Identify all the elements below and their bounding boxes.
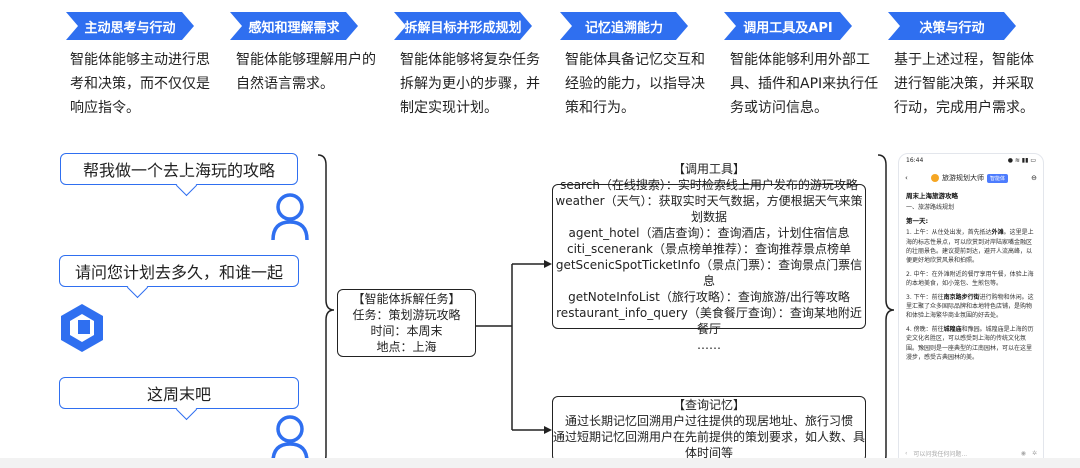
task-box-time: 时间：本周末 <box>370 324 443 338</box>
memory-line: 通过长期记忆回溯用户过往提供的现居地址、旅行习惯 <box>564 414 853 428</box>
memory-box-title: 【查询记忆】 <box>672 398 745 412</box>
settings-icon[interactable]: ✲ <box>1031 449 1037 457</box>
banner-step-1: 主动思考与行动 <box>66 12 194 40</box>
task-box-task: 任务：策划游玩攻略 <box>352 308 461 322</box>
plan-item: 2. 中午：在外滩附近的餐厅享用午餐，体验上海的本地美食，如小笼包、生煎包等。 <box>906 270 1034 288</box>
app-logo-icon <box>930 174 939 182</box>
phone-result-mockup: 16:44 ● ≋ ▮▮ ▭ ‹ 旅游规划大师 智能体 ⊖ 周末上海旅游攻略 一… <box>898 153 1044 468</box>
user-message-1: 帮我做一个去上海玩的攻略 <box>60 153 298 185</box>
phone-input-bar: ‹ 可以问我任何问题... ◉ ✲ <box>905 445 1037 461</box>
tool-line: getNoteInfoList（旅行攻略）：查询旅游/出行等攻略 <box>568 289 850 304</box>
phone-status-icons: ● ≋ ▮▮ ▭ <box>1007 157 1036 164</box>
plan-item: 4. 傍晚：前往城隍庙和豫园。城隍庙是上海的历史文化名胜区，可以感受到上海的传统… <box>906 325 1034 362</box>
bottom-strip <box>0 458 1080 468</box>
task-box-place: 地点：上海 <box>376 340 437 354</box>
banner-step-2: 感知和理解需求 <box>230 12 358 40</box>
voice-icon[interactable]: ◉ <box>1020 449 1026 457</box>
banner-step-4: 记忆追溯能力 <box>560 12 688 40</box>
tool-line: search（在线搜索）：实时检索线上用户发布的游玩攻略 <box>560 177 858 192</box>
chevron-left-icon[interactable]: ‹ <box>905 449 908 457</box>
tool-line: getScenicSpotTicketInfo（景点门票）：查询景点门票信息 <box>555 257 863 288</box>
banner-desc-2: 智能体能够理解用户的自然语言需求。 <box>236 52 376 92</box>
memory-query-box: 【查询记忆】 通过长期记忆回溯用户过往提供的现居地址、旅行习惯 通过短期记忆回溯… <box>552 396 866 462</box>
phone-heading: 周末上海旅游攻略 <box>906 192 958 200</box>
capability-banner: 主动思考与行动 感知和理解需求 拆解目标并形成规划 记忆追溯能力 调用工具及AP… <box>0 12 1080 124</box>
memory-line: 通过短期记忆回溯用户在先前提供的策划要求，如人数、具体时间等 <box>553 430 866 460</box>
phone-subheading: 一、旅游路线规划 <box>906 204 955 212</box>
banner-step-5: 调用工具及API <box>724 12 852 40</box>
phone-input-field[interactable]: 可以问我任何问题... <box>913 450 968 458</box>
phone-status-bar: 16:44 ● ≋ ▮▮ ▭ <box>899 154 1043 168</box>
banner-desc-5: 智能体能够利用外部工具、插件和API来执行任务或访问信息。 <box>730 52 879 116</box>
banner-step-3: 拆解目标并形成规划 <box>394 12 532 40</box>
back-icon[interactable]: ‹ <box>905 174 908 182</box>
user-avatar-icon <box>271 193 309 241</box>
banner-desc-6: 基于上述过程，智能体进行智能决策，并采取行动，完成用户需求。 <box>894 52 1034 116</box>
plan-item: 3. 下午：前往南京路步行街进行购物和休闲。这里汇聚了众多国际品牌和本地特色店铺… <box>906 293 1034 320</box>
banner-desc-4: 智能体具备记忆交互和经验的能力，以指导决策和行为。 <box>565 52 705 116</box>
phone-app-title-text: 旅游规划大师 <box>941 174 984 182</box>
tool-calls-box: 【调用工具】 search（在线搜索）：实时检索线上用户发布的游玩攻略 weat… <box>552 162 866 352</box>
banner-desc-3: 智能体能够将复杂任务拆解为更小的步骤，并制定实现计划。 <box>400 52 540 116</box>
banner-desc-1: 智能体能够主动进行思考和决策，而不仅仅是响应指令。 <box>70 52 210 116</box>
task-box-title: 【智能体拆解任务】 <box>352 292 461 306</box>
more-icon[interactable]: ⊖ <box>1031 174 1037 182</box>
task-decomposition-box: 【智能体拆解任务】 任务：策划游玩攻略 时间：本周末 地点：上海 <box>337 289 476 357</box>
agent-logo-icon <box>61 304 103 352</box>
banner-step-6: 决策与行动 <box>888 12 1016 40</box>
agent-message: 请问您计划去多久，和谁一起 <box>59 255 299 287</box>
user-avatar-icon-2 <box>271 415 309 463</box>
phone-content: 周末上海旅游攻略 一、旅游路线规划 第一天: 1. 上午：从住处出发，首先抵达外… <box>899 188 1043 369</box>
plan-item: 1. 上午：从住处出发，首先抵达外滩。这里是上海的标志性景点，可以欣赏到对岸陆家… <box>906 229 1034 265</box>
phone-app-title: 旅游规划大师 智能体 <box>930 173 1008 183</box>
tools-box-title: 【调用工具】 <box>672 161 745 176</box>
tool-line: agent_hotel（酒店查询）：查询酒店，计划住宿信息 <box>568 225 850 240</box>
phone-header: ‹ 旅游规划大师 智能体 ⊖ <box>899 168 1043 188</box>
phone-time: 16:44 <box>906 157 924 164</box>
tool-line-ellipsis: …… <box>697 337 721 352</box>
tool-line: citi_scenerank（景点榜单推荐）：查询推荐景点榜单 <box>566 241 852 256</box>
tool-line: restaurant_info_query（美食餐厅查询）：查询某地附近餐厅 <box>556 305 862 336</box>
tool-line: weather（天气）：获取实时天气数据，方便根据天气来策划数据 <box>555 193 863 224</box>
user-message-2: 这周末吧 <box>59 377 299 409</box>
agent-badge: 智能体 <box>986 173 1008 183</box>
phone-day: 第一天: <box>906 216 929 225</box>
